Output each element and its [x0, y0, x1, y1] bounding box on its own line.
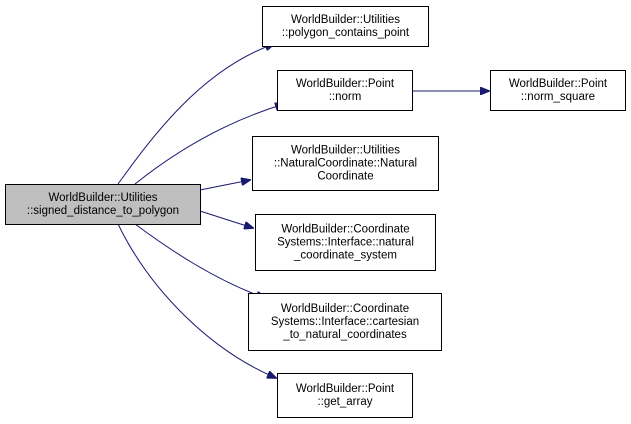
node-cartesian_to_natural_coordinates[interactable]: WorldBuilder::CoordinateSystems::Interfa…	[248, 293, 442, 351]
node-label-line: Systems::Interface::cartesian	[271, 316, 419, 328]
edge-root-to-polygon_contains_point	[117, 44, 274, 185]
node-box	[5, 184, 201, 225]
edge-root-to-natural_coordinate	[199, 180, 250, 191]
node-label-line: Coordinate	[317, 171, 373, 183]
node-point_norm_square[interactable]: WorldBuilder::Point::norm_square	[490, 70, 626, 111]
edge-root-to-point_norm	[134, 104, 284, 185]
nodes-layer: WorldBuilder::Utilities::signed_distance…	[5, 6, 626, 418]
node-box	[262, 6, 429, 47]
node-label-line: WorldBuilder::Point	[296, 383, 395, 395]
node-box	[248, 293, 442, 351]
root-node[interactable]: WorldBuilder::Utilities::signed_distance…	[5, 184, 201, 225]
node-box	[277, 70, 413, 111]
node-natural_coordinate_system[interactable]: WorldBuilder::CoordinateSystems::Interfa…	[255, 214, 436, 271]
node-label-line: WorldBuilder::Utilities	[48, 192, 157, 204]
node-label-line: _coordinate_system	[293, 250, 397, 262]
node-label-line: ::get_array	[318, 396, 373, 408]
node-label-line: ::signed_distance_to_polygon	[27, 205, 179, 217]
node-label-line: WorldBuilder::Point	[509, 78, 608, 90]
node-box	[490, 70, 626, 111]
node-polygon_contains_point[interactable]: WorldBuilder::Utilities::polygon_contain…	[262, 6, 429, 47]
node-label-line: ::NaturalCoordinate::Natural	[274, 158, 417, 170]
node-label-line: WorldBuilder::Utilities	[291, 145, 400, 157]
node-label-line: WorldBuilder::Coordinate	[281, 224, 409, 236]
node-box	[255, 214, 436, 271]
node-box	[277, 373, 413, 418]
node-box	[252, 136, 439, 191]
edge-root-to-point_get_array	[117, 223, 276, 378]
node-label-line: _to_natural_coordinates	[282, 329, 407, 341]
edges-layer	[117, 44, 489, 378]
node-natural_coordinate[interactable]: WorldBuilder::Utilities::NaturalCoordina…	[252, 136, 439, 191]
edge-root-to-natural_coordinate_system	[199, 210, 253, 228]
node-label-line: Systems::Interface::natural	[277, 237, 414, 249]
node-label-line: ::polygon_contains_point	[282, 27, 410, 39]
node-point_get_array[interactable]: WorldBuilder::Point::get_array	[277, 373, 413, 418]
node-label-line: WorldBuilder::Point	[296, 78, 395, 90]
node-label-line: ::norm	[329, 91, 362, 103]
node-label-line: WorldBuilder::Utilities	[291, 14, 400, 26]
node-label-line: ::norm_square	[521, 91, 595, 103]
node-point_norm[interactable]: WorldBuilder::Point::norm	[277, 70, 413, 111]
node-label-line: WorldBuilder::Coordinate	[281, 303, 409, 315]
edge-root-to-cartesian_to_natural_coordinates	[134, 223, 265, 298]
